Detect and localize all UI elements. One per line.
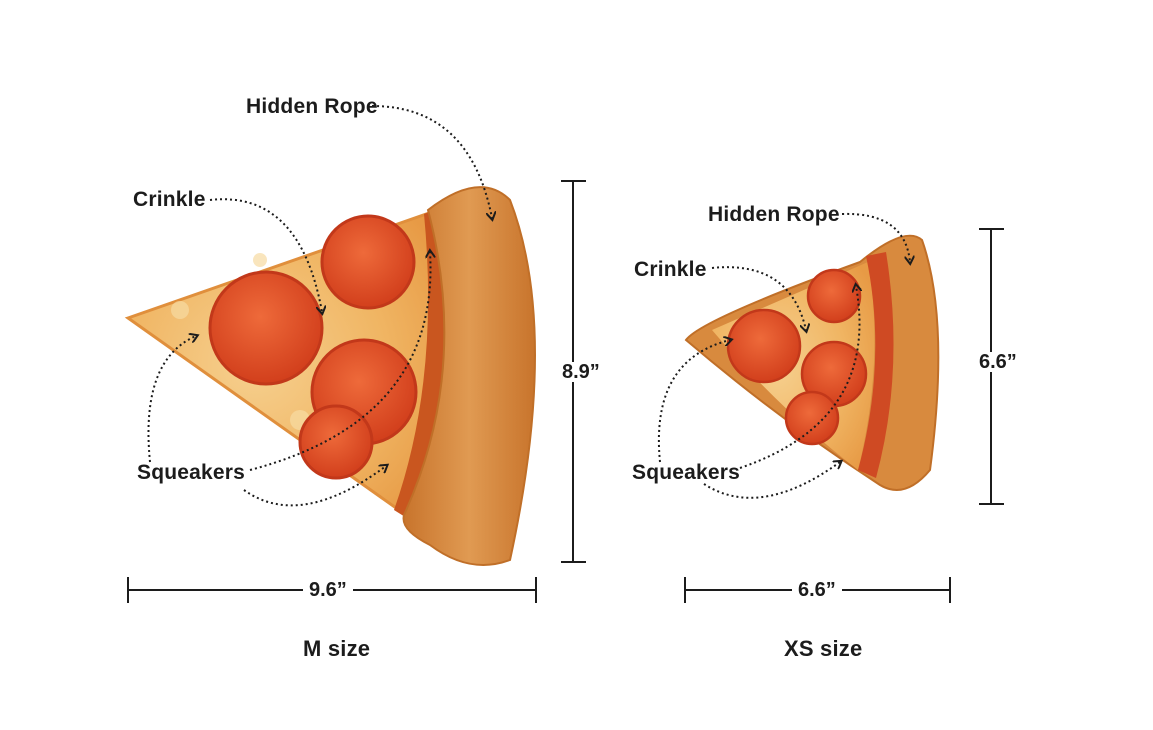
pizza-xs-sauce-band	[858, 252, 894, 478]
size-label-m: M size	[303, 636, 371, 661]
arrows-m	[147, 105, 492, 507]
dim-xs-width-label: 6.6”	[792, 580, 842, 600]
dim-m-height-label: 8.9”	[556, 362, 606, 382]
pizza-m-sauce-band	[394, 206, 452, 520]
callout-crinkle-xs: Crinkle	[634, 258, 707, 281]
arrow-squeakers-m-3	[243, 466, 386, 507]
size-label-xs: XS size	[784, 636, 863, 661]
callout-hidden-rope-xs: Hidden Rope	[708, 203, 840, 226]
arrows-xs	[657, 212, 910, 499]
arrow-squeakers-xs-2	[739, 286, 860, 469]
pizza-xs-pepperoni	[726, 268, 868, 446]
callout-squeakers-m: Squeakers	[137, 461, 246, 484]
arrow-crinkle-m	[209, 198, 322, 312]
arrow-crinkle-xs	[711, 266, 806, 330]
pizza-m-pepperoni	[208, 214, 418, 480]
callout-hidden-rope-m: Hidden Rope	[246, 95, 378, 118]
arrow-squeakers-xs-3	[703, 462, 840, 499]
pizza-m-crust	[402, 186, 536, 566]
pizza-xs-image	[684, 234, 940, 491]
arrow-hidden-rope-xs	[841, 212, 910, 262]
pizza-m-image	[124, 186, 536, 566]
callout-crinkle-m: Crinkle	[133, 188, 206, 211]
arrow-squeakers-m-1	[147, 336, 196, 463]
arrow-hidden-rope-m	[371, 105, 492, 218]
callout-squeakers-xs: Squeakers	[632, 461, 741, 484]
dim-xs-height-label: 6.6”	[973, 352, 1023, 372]
dim-m-width-label: 9.6”	[303, 580, 353, 600]
